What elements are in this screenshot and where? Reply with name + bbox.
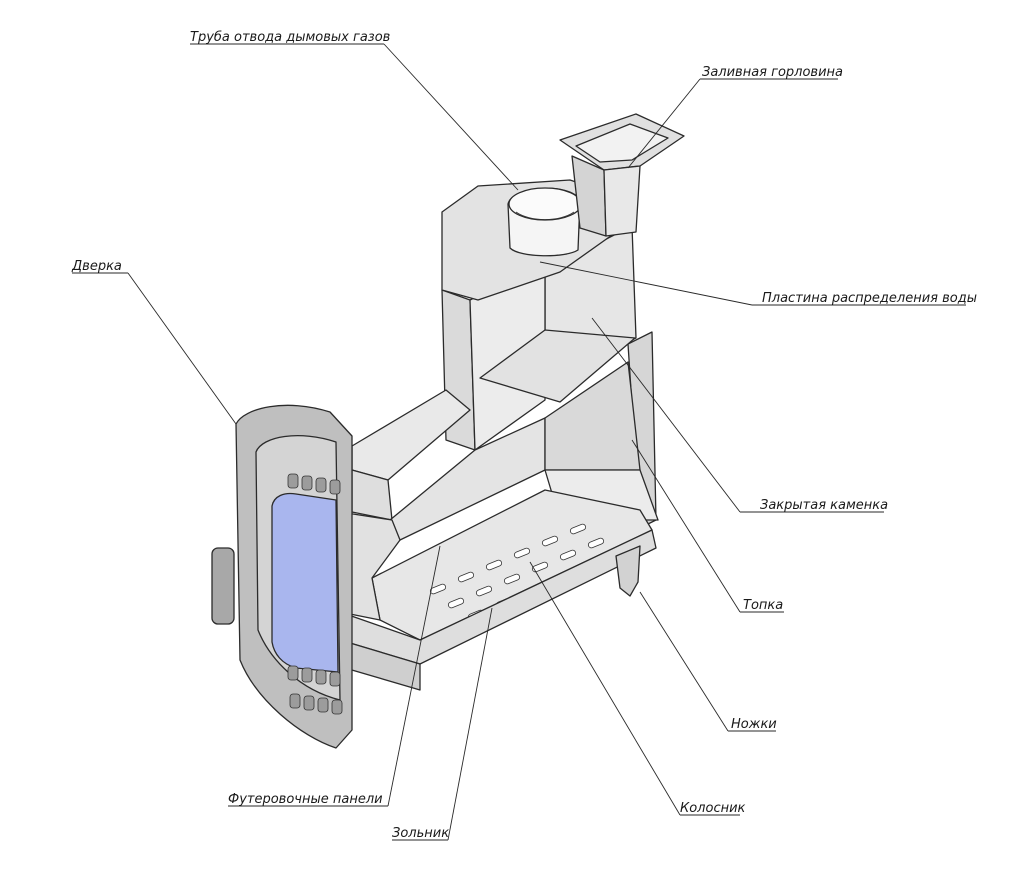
label-lining-panels: Футеровочные панели xyxy=(228,792,383,807)
label-filler-neck: Заливная горловина xyxy=(702,65,843,80)
door xyxy=(211,404,353,749)
door-glass xyxy=(271,492,339,673)
label-door: Дверка xyxy=(71,259,122,274)
label-distribution-plate: Пластина распределения воды xyxy=(762,291,977,306)
label-grate: Колосник xyxy=(680,801,746,816)
label-legs: Ножки xyxy=(731,717,777,732)
filler-neck xyxy=(559,113,685,237)
label-closed-heater: Закрытая каменка xyxy=(760,498,888,513)
label-ash-pan: Зольник xyxy=(392,826,449,841)
leader-lines xyxy=(72,43,966,841)
label-smoke-pipe: Труба отвода дымовых газов xyxy=(190,30,390,45)
callout-labels: Труба отвода дымовых газов Заливная горл… xyxy=(71,30,977,841)
leg xyxy=(615,545,641,597)
stove-body xyxy=(211,113,685,749)
label-firebox: Топка xyxy=(743,598,783,613)
